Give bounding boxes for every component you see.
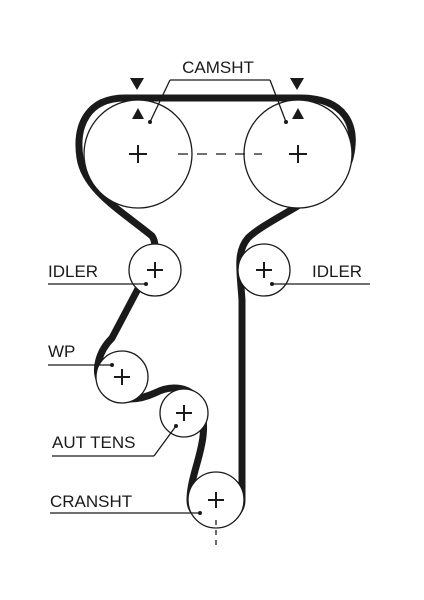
idler-pulley-right bbox=[237, 243, 291, 297]
timing-mark-inner-right-icon bbox=[292, 108, 304, 119]
camshaft-leader-right bbox=[269, 79, 287, 123]
camshaft-label: CAMSHT bbox=[182, 58, 254, 77]
idler-pulley-left bbox=[128, 243, 182, 297]
crankshaft-dot bbox=[198, 511, 202, 515]
auto-tensioner-pulley bbox=[159, 388, 209, 438]
idler-right-dot bbox=[270, 282, 274, 286]
timing-mark-top-right-icon bbox=[290, 78, 304, 90]
water-pump-label: WP bbox=[48, 342, 75, 361]
timing-mark-top-left-icon bbox=[130, 78, 144, 90]
camshaft-dot-left bbox=[148, 120, 152, 124]
crankshaft-pulley bbox=[187, 471, 245, 529]
camshaft-pulley-left bbox=[83, 99, 193, 209]
auto-tensioner-leader-d bbox=[153, 425, 177, 457]
crankshaft-label: CRANSHT bbox=[50, 492, 132, 511]
camshaft-dot-right bbox=[284, 120, 288, 124]
auto-tensioner-label: AUT TENS bbox=[52, 433, 135, 452]
idler-left-dot bbox=[144, 282, 148, 286]
timing-mark-inner-left-icon bbox=[132, 108, 144, 119]
water-pump-pulley bbox=[95, 350, 149, 404]
auto-tensioner-dot bbox=[174, 424, 178, 428]
idler-left-label: IDLER bbox=[48, 262, 98, 281]
water-pump-dot bbox=[110, 363, 114, 367]
camshaft-leader-left bbox=[149, 79, 171, 123]
idler-right-label: IDLER bbox=[312, 262, 362, 281]
